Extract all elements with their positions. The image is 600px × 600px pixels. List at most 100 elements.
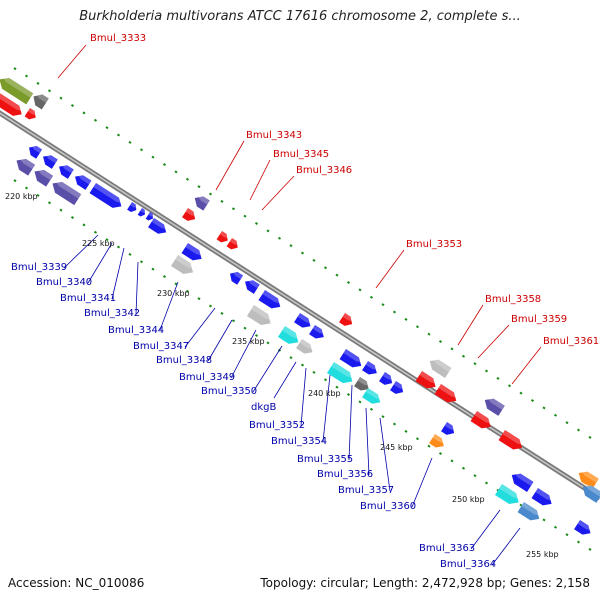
strand-dot [47, 89, 52, 93]
leader-line [511, 346, 542, 385]
scale-tick-label: 240 kbp [308, 389, 341, 398]
strand-dot [450, 347, 454, 351]
gene-arrow [574, 520, 593, 535]
gene-arrow [494, 484, 521, 505]
gene-arrow [434, 384, 459, 403]
leader-line [215, 140, 245, 191]
strand-dot [139, 148, 144, 152]
gene-arrow [29, 144, 43, 159]
strand-dot [484, 481, 489, 485]
gene-label-reverse: Bmul_3352 [249, 420, 305, 431]
strand-dot [323, 378, 328, 382]
strand-dot [36, 81, 40, 85]
leader-line [491, 527, 521, 566]
strand-dot [208, 192, 213, 196]
leader-line [207, 319, 233, 362]
strand-dot [300, 251, 305, 255]
accession-text: Accession: NC_010086 [8, 576, 145, 590]
gene-arrow [34, 168, 54, 187]
gene-arrow [59, 163, 74, 179]
strand-dot [553, 525, 558, 529]
gene-label-reverse: Bmul_3360 [360, 501, 416, 512]
strand-dot [369, 295, 374, 299]
gene-arrow [230, 270, 244, 285]
gene-label-reverse: Bmul_3344 [108, 325, 164, 336]
gene-label-reverse: Bmul_3342 [84, 308, 140, 319]
gene-arrow [470, 411, 493, 429]
strand-dot [530, 399, 535, 403]
gene-arrow [294, 313, 313, 328]
gene-label-reverse: Bmul_3348 [156, 355, 212, 366]
strand-dot [185, 177, 190, 181]
strand-dot [289, 244, 293, 248]
gene-arrow [0, 92, 24, 116]
leader-line [470, 509, 501, 550]
gene-arrow [578, 470, 599, 489]
strand-dot [415, 325, 420, 329]
gene-label-reverse: Bmul_3355 [297, 454, 353, 465]
strand-dot [358, 400, 362, 404]
strand-dot [13, 67, 17, 71]
leader-line [365, 407, 370, 476]
strand-dot [59, 96, 63, 100]
strand-dot [461, 354, 466, 358]
gene-arrow [326, 362, 355, 384]
strand-dot [312, 258, 316, 262]
strand-dot [381, 303, 385, 307]
gene-arrow [498, 430, 524, 450]
strand-dot [588, 435, 592, 439]
strand-dot [254, 334, 259, 338]
gene-label-reverse: Bmul_3356 [317, 469, 373, 480]
gene-arrow [429, 434, 446, 448]
scale-tick-label: 250 kbp [452, 495, 485, 504]
scale-tick-label: 220 kbp [5, 192, 38, 201]
map-title: Burkholderia multivorans ATCC 17616 chro… [79, 9, 521, 24]
strand-dot [82, 223, 86, 227]
gene-label-reverse: dkgB [251, 402, 276, 413]
gene-label-reverse: Bmul_3347 [133, 341, 189, 352]
strand-dot [220, 199, 224, 203]
strand-dot [151, 267, 155, 271]
strand-dot [24, 186, 29, 190]
leader-line [249, 159, 271, 201]
gene-arrow [182, 208, 197, 221]
leader-line [111, 247, 125, 300]
gene-arrow [24, 108, 38, 120]
gene-arrow [277, 326, 301, 344]
gene-arrow [245, 278, 260, 294]
gene-label-forward: Bmul_3345 [273, 149, 329, 160]
strand-dot [105, 238, 109, 242]
strand-dot [484, 369, 489, 373]
strand-dot [415, 437, 420, 441]
strand-dot [565, 533, 569, 537]
gene-label-forward: Bmul_3343 [246, 130, 302, 141]
gene-arrow [582, 484, 600, 503]
gene-label-forward: Bmul_3353 [406, 239, 462, 250]
strand-dot [381, 415, 385, 419]
strand-dot [519, 391, 523, 395]
gene-label-reverse: Bmul_3364 [440, 559, 496, 570]
strand-dot [231, 207, 236, 211]
leader-line [411, 457, 433, 508]
scale-tick-label: 235 kbp [232, 337, 265, 346]
leader-line [273, 361, 297, 399]
strand-dot [542, 518, 546, 522]
strand-dot [162, 163, 167, 167]
gene-label-reverse: Bmul_3357 [338, 485, 394, 496]
leader-line [261, 175, 295, 211]
strand-dot [116, 245, 121, 249]
gene-arrow [16, 157, 36, 176]
strand-dot [369, 407, 374, 411]
gene-label-reverse: Bmul_3340 [36, 277, 92, 288]
strand-dot [473, 362, 477, 366]
gene-arrow [362, 361, 379, 375]
leader-line [57, 44, 87, 79]
gene-arrow [484, 397, 505, 416]
gene-arrow [127, 202, 138, 212]
strand-dot [346, 281, 351, 285]
strand-dot [93, 118, 98, 122]
strand-dot [254, 222, 259, 226]
strand-dot [404, 317, 408, 321]
leader-line [63, 234, 99, 269]
strand-dot [36, 193, 40, 197]
